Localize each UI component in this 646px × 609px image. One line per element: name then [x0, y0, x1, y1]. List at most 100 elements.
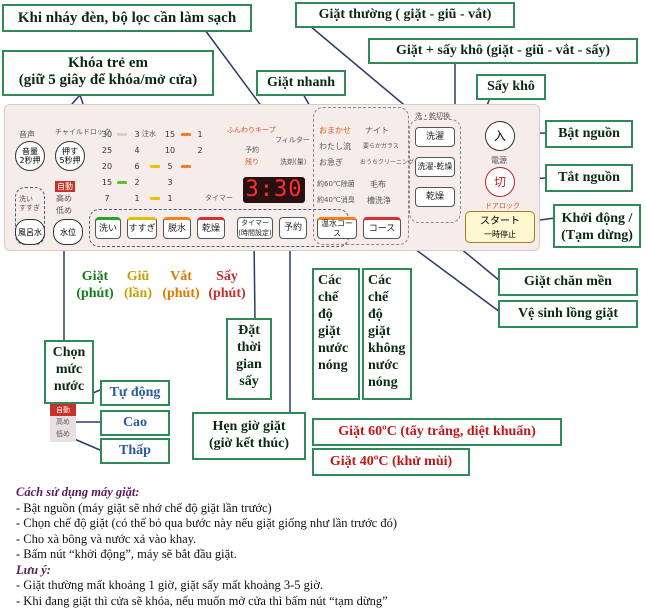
quick-wash-callout: Giặt nhanh [256, 70, 346, 96]
note-item: - Khi đang giặt thì cửa sẽ khóa, nếu muố… [16, 594, 636, 609]
start-callout-line2: (Tạm dừng) [555, 227, 639, 244]
volume-button[interactable]: 音量 2秒押 [15, 141, 45, 171]
hot-line: nước [318, 340, 354, 357]
grid-cell: 15 [160, 129, 180, 140]
level-auto-indicator: 自動 [55, 181, 75, 192]
mode-tub-clean: 槽洗浄 [367, 195, 391, 206]
start-callout-line1: Khởi động / [555, 210, 639, 227]
tub-clean-callout: Vệ sinh lồng giặt [498, 300, 638, 328]
grid-cell: 1 [190, 129, 210, 140]
cold-line: không [368, 340, 406, 357]
grid-cell: 4 [127, 145, 147, 156]
fluffy-keep-label: ふんわりキープ [227, 125, 276, 135]
usage-item: - Bấm nút “khởi động”, máy sẽ bắt đầu gi… [16, 547, 636, 563]
grid-cell: 10 [160, 145, 180, 156]
mode-night: ナイト [365, 125, 389, 136]
dry-time-callout: Đặt thời gian sấy [226, 318, 272, 400]
hot-water-modes-callout: Các chế độ giặt nước nóng [312, 268, 360, 400]
normal-wash-select-button[interactable]: 洗濯 [415, 127, 455, 147]
reserve-button[interactable]: 予約 [279, 217, 307, 239]
dry-label-1: Sấy [204, 268, 250, 285]
power-off-button[interactable]: 切 [485, 167, 515, 197]
spin-minutes-label: Vắt (phút) [158, 268, 204, 302]
grid-cell: 3 [160, 177, 180, 188]
usage-item: - Cho xà bông và nước xả vào khay. [16, 532, 636, 548]
spin-label-2: (phút) [158, 285, 204, 302]
mode-40c: 約40℃消臭 [317, 195, 355, 205]
water-level-callout: Chọn mức nước [44, 340, 94, 404]
sound-label: 音声 [19, 129, 35, 140]
child-lock-title: Khóa trẻ em [4, 55, 212, 72]
mode-my-style: わたし流 [319, 141, 351, 152]
grid-cell: 6 [127, 161, 147, 172]
power-on-callout: Bật nguồn [545, 120, 633, 148]
remaining-label: 残り [245, 157, 259, 167]
dry-time-line: sấy [228, 373, 270, 390]
dry-only-select-button[interactable]: 乾燥 [415, 187, 455, 207]
usage-item: - Bật nguồn (máy giặt sẽ nhớ chế độ giặt… [16, 501, 636, 517]
spin-label-1: Vắt [158, 268, 204, 285]
wash-40c-callout: Giặt 40ºC (khử mùi) [312, 448, 470, 476]
mode-blanket: 毛布 [370, 179, 386, 190]
mode-quick: お急ぎ [319, 157, 343, 168]
rinse-label-1: Giũ [118, 268, 158, 285]
wash-60c-callout: Giặt 60ºC (tẩy trắng, diệt khuẩn) [312, 418, 562, 446]
grid-cell: 20 [97, 161, 117, 172]
water-level-button[interactable]: 水位 [53, 219, 83, 245]
cold-line: Các [368, 272, 406, 289]
spin-time-button[interactable]: 脱水 [163, 217, 191, 239]
grid-cell: 2 [127, 177, 147, 188]
cold-line: nước [368, 357, 406, 374]
wash-time-button[interactable]: 洗い [95, 217, 121, 239]
mode-delicate: 要らかガラス [363, 141, 399, 150]
cold-water-modes-callout: Các chế độ giặt không nước nóng [362, 268, 412, 400]
level-low-callout: Thấp [100, 438, 170, 464]
level-low-indicator: 低め [56, 205, 72, 216]
usage-item: - Chọn chế độ giặt (có thể bỏ qua bước n… [16, 516, 636, 532]
water-level-line: mức [46, 361, 92, 378]
timer-line-1: Hẹn giờ giặt [194, 418, 304, 435]
bath-water-button[interactable]: 風呂水 [15, 219, 45, 245]
wash-label-2: (phút) [72, 285, 118, 302]
grid-cell: 30 [97, 129, 117, 140]
timer-line-2: (giờ kết thúc) [194, 435, 304, 452]
timer-indicator: タイマー [205, 193, 233, 203]
wash-dry-callout: Giặt + sấy khô (giặt - giũ - vắt - sấy) [368, 38, 638, 64]
level-high-indicator: 高め [56, 193, 72, 204]
usage-notes: Cách sử dụng máy giặt: - Bật nguồn (máy … [16, 485, 636, 609]
mini-high: 高め [50, 416, 76, 428]
child-lock-button[interactable]: 押す 5秒押 [55, 141, 85, 171]
child-lock-callout: Khóa trẻ em (giữ 5 giây để khóa/mở cửa) [2, 50, 214, 96]
grid-cell: 7 [97, 193, 117, 204]
mode-home-clean: おうちクリーニング [360, 157, 414, 166]
timer-set-button[interactable]: タイマー (時間設定) [237, 217, 273, 239]
water-level-line: nước [46, 378, 92, 395]
dry-time-button[interactable]: 乾燥 [197, 217, 225, 239]
start-label: スタート [466, 215, 534, 228]
rinse-label-2: (lần) [118, 285, 158, 302]
dry-time-line: thời [228, 339, 270, 356]
grid-cell: 1 [160, 193, 180, 204]
hot-water-course-button[interactable]: 温水コース [317, 217, 357, 239]
cold-line: nóng [368, 374, 406, 391]
power-label: 電源 [491, 155, 507, 166]
note-heading: Lưu ý: [16, 563, 636, 579]
timer-end-callout: Hẹn giờ giặt (giờ kết thúc) [192, 412, 306, 460]
start-pause-callout: Khởi động / (Tạm dừng) [553, 204, 641, 248]
hot-line: nóng [318, 357, 354, 374]
wash-rinse-label: 洗い すすぎ [19, 195, 40, 213]
power-off-callout: Tắt nguồn [545, 164, 633, 192]
note-item: - Giặt thường mất khoảng 1 giờ, giặt sấy… [16, 578, 636, 594]
power-on-button[interactable]: 入 [485, 121, 515, 151]
dry-label-2: (phút) [204, 285, 250, 302]
start-pause-button[interactable]: スタート 一時停止 [465, 211, 535, 243]
dry-time-line: gian [228, 356, 270, 373]
grid-cell: 25 [97, 145, 117, 156]
course-button[interactable]: コース [363, 217, 401, 239]
wash-dry-select-button[interactable]: 洗濯-乾燥 [415, 157, 455, 177]
door-lock-label: ドアロック [485, 201, 520, 211]
dry-time-line: Đặt [228, 322, 270, 339]
dry-only-callout: Sấy khô [476, 74, 546, 100]
rinse-count-button[interactable]: すすぎ [127, 217, 157, 239]
grid-cell: 15 [97, 177, 117, 188]
